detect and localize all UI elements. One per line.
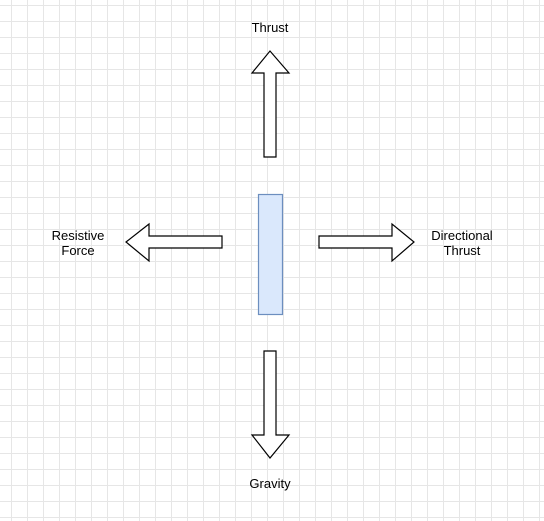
thrust-arrow[interactable] bbox=[250, 50, 291, 158]
resistive-force-label: Resistive Force bbox=[51, 228, 105, 258]
directional-thrust-label: Directional Thrust bbox=[431, 228, 493, 258]
directional-thrust-arrow[interactable] bbox=[318, 222, 415, 263]
thrust-label: Thrust bbox=[251, 20, 289, 35]
gravity-label: Gravity bbox=[249, 476, 291, 491]
rocket-body[interactable] bbox=[257, 193, 284, 316]
gravity-arrow[interactable] bbox=[250, 350, 291, 459]
resistive-force-arrow[interactable] bbox=[125, 222, 223, 263]
